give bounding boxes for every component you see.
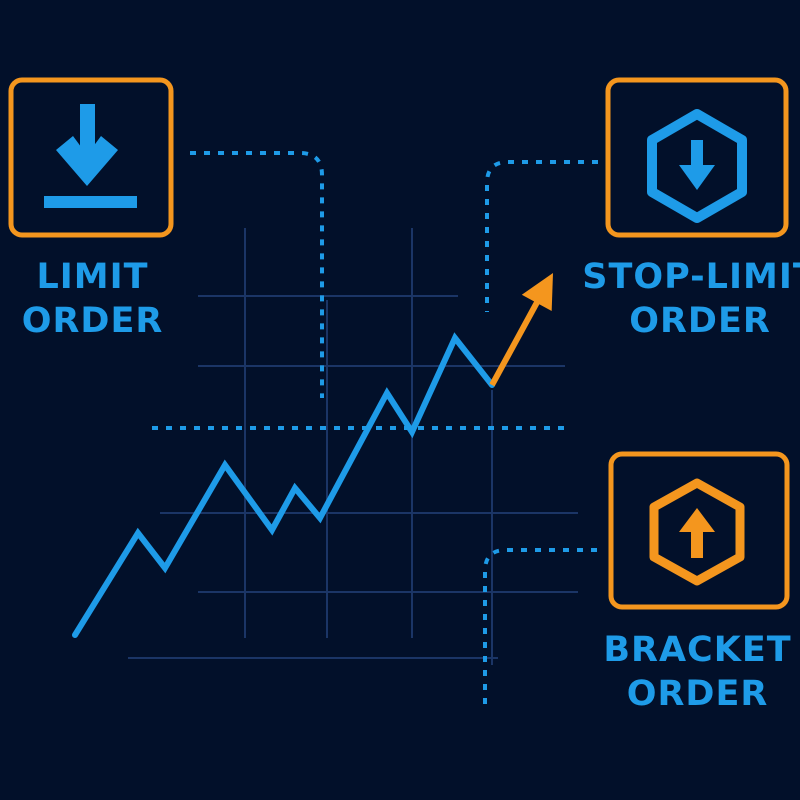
download-arrow-icon: [44, 104, 137, 208]
limit-order-card: [8, 77, 174, 238]
trend-up-arrow-icon: [489, 273, 553, 387]
limit-order-box: [8, 77, 174, 238]
hexagon-down-arrow-icon: [647, 109, 747, 223]
bracket-order-label: BRACKET ORDER: [600, 628, 795, 716]
stop-limit-order-card: [605, 77, 789, 238]
chart-grid: [128, 228, 578, 665]
limit-connector: [190, 151, 324, 398]
bracket-order-label-line1: BRACKET: [603, 630, 792, 670]
limit-order-label: LIMIT ORDER: [20, 255, 165, 343]
dotted-connectors: [152, 151, 598, 710]
hexagon-up-arrow-icon: [649, 478, 745, 586]
bracket-order-label-line2: ORDER: [626, 674, 769, 714]
bracket-order-box: [608, 451, 790, 610]
down-arrow-icon: [679, 140, 715, 190]
stop-limit-order-label-line1: STOP-LIMIT: [582, 257, 800, 297]
stop-limit-order-label-line2: ORDER: [629, 301, 771, 341]
bracket-order-card: [608, 451, 790, 610]
stop-limit-order-label: STOP-LIMIT ORDER: [580, 255, 800, 343]
limit-order-label-line1: LIMIT: [36, 257, 149, 297]
up-arrow-icon: [679, 508, 715, 558]
limit-order-label-line2: ORDER: [21, 301, 164, 341]
bracket-connector: [483, 548, 597, 710]
stop-limit-order-box: [605, 77, 789, 238]
price-line: [72, 332, 495, 638]
